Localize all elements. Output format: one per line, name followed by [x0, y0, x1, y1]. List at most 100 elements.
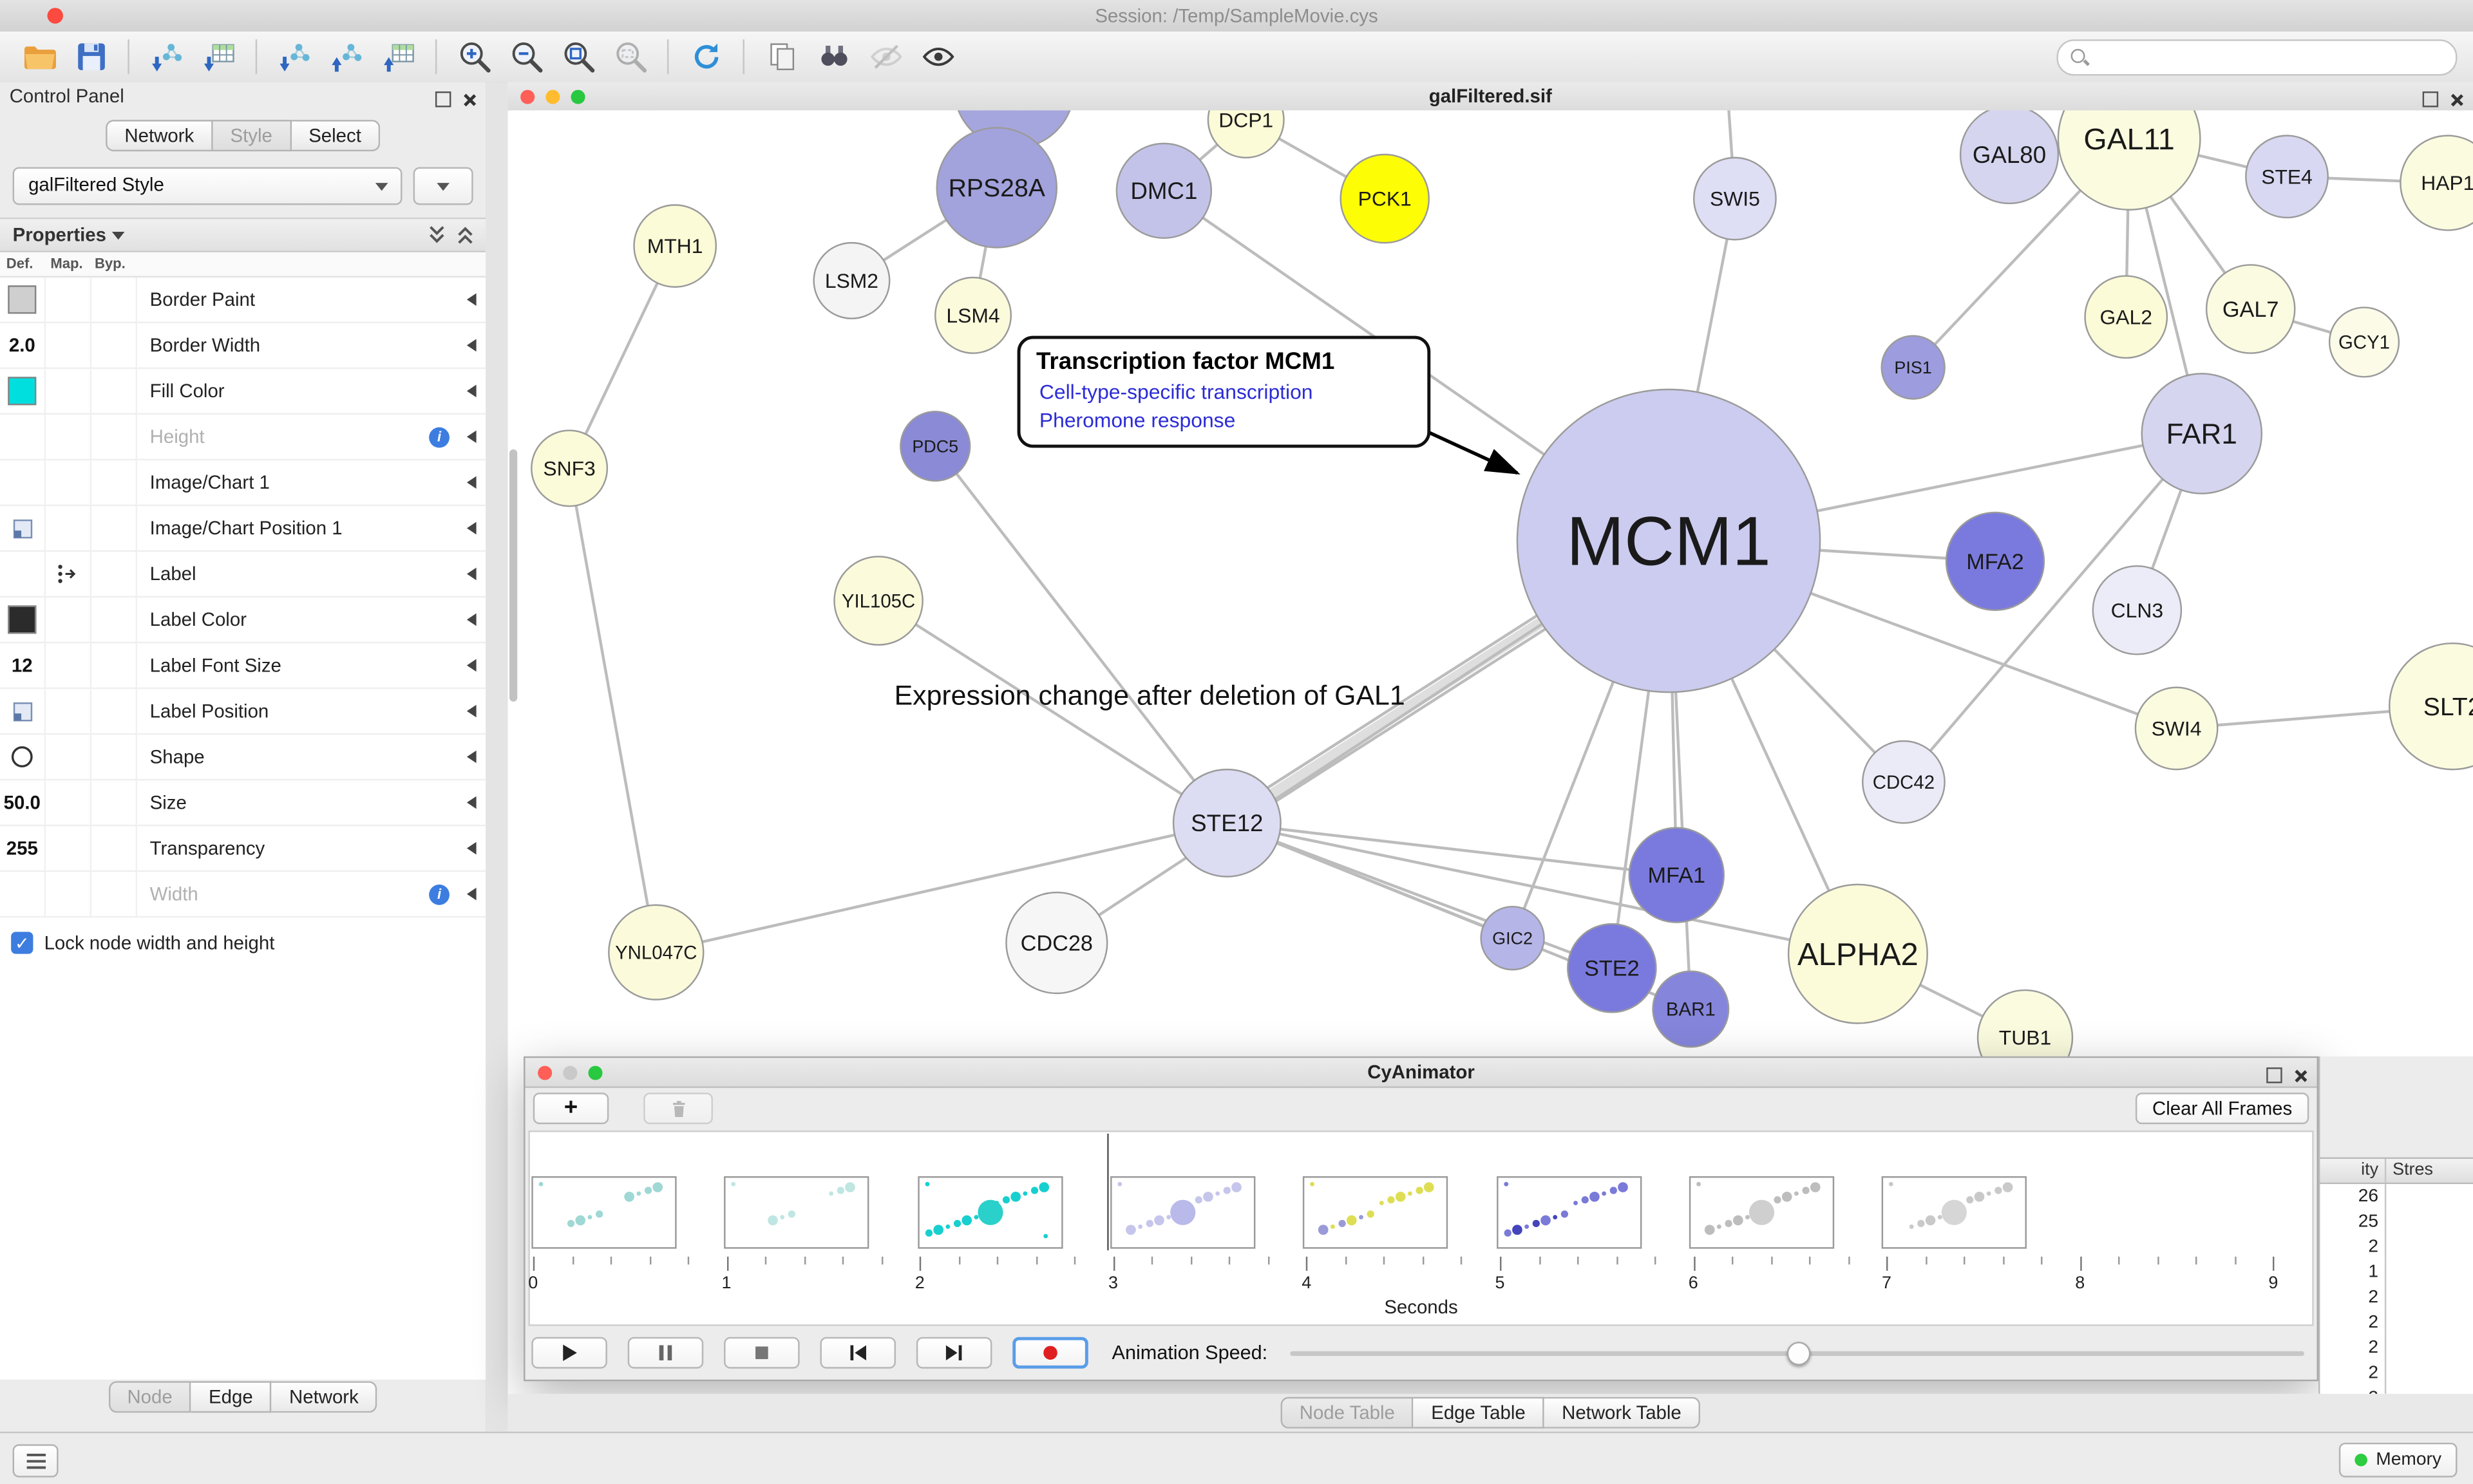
network-node-GIC2[interactable] [1480, 905, 1545, 971]
byp-cell[interactable] [91, 415, 138, 459]
def-cell[interactable] [0, 506, 46, 550]
network-node-PDC5[interactable] [900, 410, 971, 482]
network-node-YIL105C[interactable] [833, 556, 924, 646]
map-cell[interactable] [46, 277, 92, 322]
def-cell[interactable]: 2.0 [0, 323, 46, 368]
byp-cell[interactable] [91, 506, 138, 550]
byp-cell[interactable] [91, 735, 138, 779]
playhead[interactable] [1107, 1133, 1109, 1251]
network-node-PCK1[interactable] [1340, 153, 1430, 244]
network-node-MCM1[interactable] [1516, 388, 1821, 693]
network-node-STE4[interactable] [2245, 135, 2329, 219]
table-row[interactable]: 2 [2320, 1234, 2473, 1260]
def-cell[interactable] [0, 460, 46, 505]
byp-cell[interactable] [91, 872, 138, 916]
zoom-fit-button[interactable] [556, 35, 599, 78]
network-node-CDC42[interactable] [1862, 740, 1946, 824]
network-node-GAL11[interactable] [2057, 110, 2201, 211]
network-node-HAP1[interactable] [2400, 135, 2473, 231]
def-cell[interactable] [0, 597, 46, 642]
table-row[interactable]: 25 [2320, 1209, 2473, 1235]
search-box[interactable] [2056, 39, 2458, 76]
expand-row-icon[interactable] [457, 568, 486, 581]
map-cell[interactable] [46, 597, 92, 642]
export-network-button[interactable] [325, 35, 367, 78]
tab-network[interactable]: Network [272, 1381, 378, 1413]
def-cell[interactable]: 12 [0, 643, 46, 688]
map-cell[interactable] [46, 872, 92, 916]
import-network-file-button[interactable] [145, 35, 187, 78]
byp-cell[interactable] [91, 689, 138, 733]
info-icon[interactable]: i [429, 883, 450, 905]
info-icon[interactable]: i [429, 426, 450, 447]
properties-header[interactable]: Properties [0, 219, 486, 252]
panel-splitter[interactable] [486, 82, 510, 1432]
stop-button[interactable] [724, 1337, 800, 1369]
style-options-button[interactable] [413, 167, 473, 205]
map-cell[interactable] [46, 780, 92, 825]
property-row-image-chart-1[interactable]: Image/Chart 1 [0, 460, 486, 507]
skip-forward-button[interactable] [916, 1337, 992, 1369]
network-node-SLT2[interactable] [2389, 642, 2473, 771]
property-row-label-color[interactable]: Label Color [0, 597, 486, 644]
tab-network-table[interactable]: Network Table [1544, 1396, 1701, 1429]
expand-row-icon[interactable] [457, 522, 486, 535]
tab-edge[interactable]: Edge [191, 1381, 272, 1413]
table-row[interactable]: 2 [2320, 1310, 2473, 1336]
expand-row-icon[interactable] [457, 476, 486, 489]
network-node-GAL7[interactable] [2205, 264, 2296, 354]
network-node-CDC28[interactable] [1005, 891, 1108, 995]
first-neighbors-button[interactable] [812, 35, 855, 78]
import-network-button[interactable] [273, 35, 316, 78]
style-select[interactable]: galFiltered Style [12, 167, 403, 205]
expand-row-icon[interactable] [457, 842, 486, 855]
tab-edge-table[interactable]: Edge Table [1414, 1396, 1545, 1429]
lock-size-checkbox[interactable]: ✓ [11, 932, 33, 954]
annotation-box[interactable]: Transcription factor MCM1 Cell-type-spec… [1017, 335, 1431, 448]
map-cell[interactable] [46, 552, 92, 596]
table-row[interactable]: 26 [2320, 1184, 2473, 1210]
table-column-header[interactable]: ity [2320, 1159, 2387, 1183]
map-cell[interactable] [46, 460, 92, 505]
export-table-button[interactable] [377, 35, 419, 78]
map-cell[interactable] [46, 826, 92, 870]
close-window-icon[interactable] [520, 89, 535, 104]
def-cell[interactable] [0, 872, 46, 916]
def-cell[interactable] [0, 689, 46, 733]
skip-back-button[interactable] [820, 1337, 896, 1369]
show-graphics-button[interactable] [916, 35, 959, 78]
network-node-SWI5[interactable] [1692, 156, 1777, 241]
expand-row-icon[interactable] [457, 614, 486, 626]
byp-cell[interactable] [91, 826, 138, 870]
network-node-SNF3[interactable] [531, 429, 609, 507]
map-cell[interactable] [46, 323, 92, 368]
byp-cell[interactable] [91, 460, 138, 505]
property-row-fill-color[interactable]: Fill Color [0, 369, 486, 415]
copy-view-button[interactable] [760, 35, 802, 78]
frame-thumbnail-5[interactable] [1303, 1176, 1448, 1249]
frame-thumbnail-4[interactable] [1110, 1176, 1256, 1249]
tab-select[interactable]: Select [291, 120, 381, 152]
tab-style[interactable]: Style [213, 120, 292, 152]
byp-cell[interactable] [91, 597, 138, 642]
def-cell[interactable] [0, 277, 46, 322]
network-node-DMC1[interactable] [1115, 142, 1213, 240]
clear-all-frames-button[interactable]: Clear All Frames [2135, 1093, 2309, 1125]
network-node-RPS28A[interactable] [936, 127, 1058, 249]
float-panel-icon[interactable] [435, 91, 451, 108]
record-button[interactable] [1012, 1337, 1088, 1369]
property-row-label[interactable]: Label [0, 552, 486, 598]
network-node-PIS1[interactable] [1881, 335, 1946, 400]
annotation-link[interactable]: Pheromone response [1039, 408, 1236, 433]
network-node-GCY1[interactable] [2328, 306, 2400, 378]
minimize-window-icon[interactable] [545, 89, 560, 104]
zoom-window-icon[interactable] [571, 89, 585, 104]
network-node-SWI4[interactable] [2134, 686, 2219, 771]
byp-cell[interactable] [91, 643, 138, 688]
float-window-icon[interactable] [2266, 1067, 2282, 1084]
byp-cell[interactable] [91, 369, 138, 413]
def-cell[interactable] [0, 735, 46, 779]
network-node-MFA2[interactable] [1945, 511, 2045, 611]
